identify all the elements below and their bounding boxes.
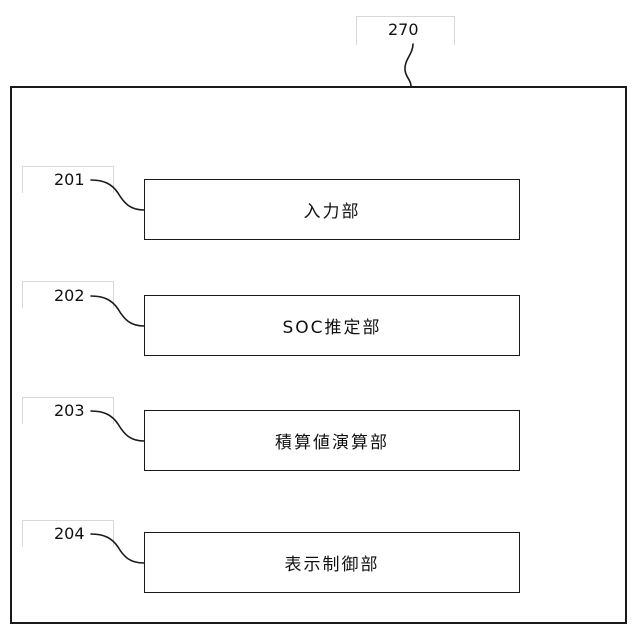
block-201-ref-label: 201	[54, 170, 85, 190]
block-soc-estimation-unit: SOC推定部	[144, 295, 520, 356]
block-soc-estimation-unit-label: SOC推定部	[282, 313, 381, 338]
block-input-unit-label: 入力部	[304, 197, 361, 222]
block-integrated-value-calculation-unit: 積算値演算部	[144, 410, 520, 471]
block-203-ref-label: 203	[54, 401, 85, 421]
outer-leader-line	[405, 44, 413, 86]
block-display-control-unit-label: 表示制御部	[285, 550, 380, 575]
block-display-control-unit: 表示制御部	[144, 532, 520, 593]
block-integrated-value-calculation-unit-label: 積算値演算部	[275, 428, 389, 453]
block-204-ref-label: 204	[54, 524, 85, 544]
block-202-ref-label: 202	[54, 286, 85, 306]
block-input-unit: 入力部	[144, 179, 520, 240]
outer-ref-label: 270	[388, 20, 419, 40]
